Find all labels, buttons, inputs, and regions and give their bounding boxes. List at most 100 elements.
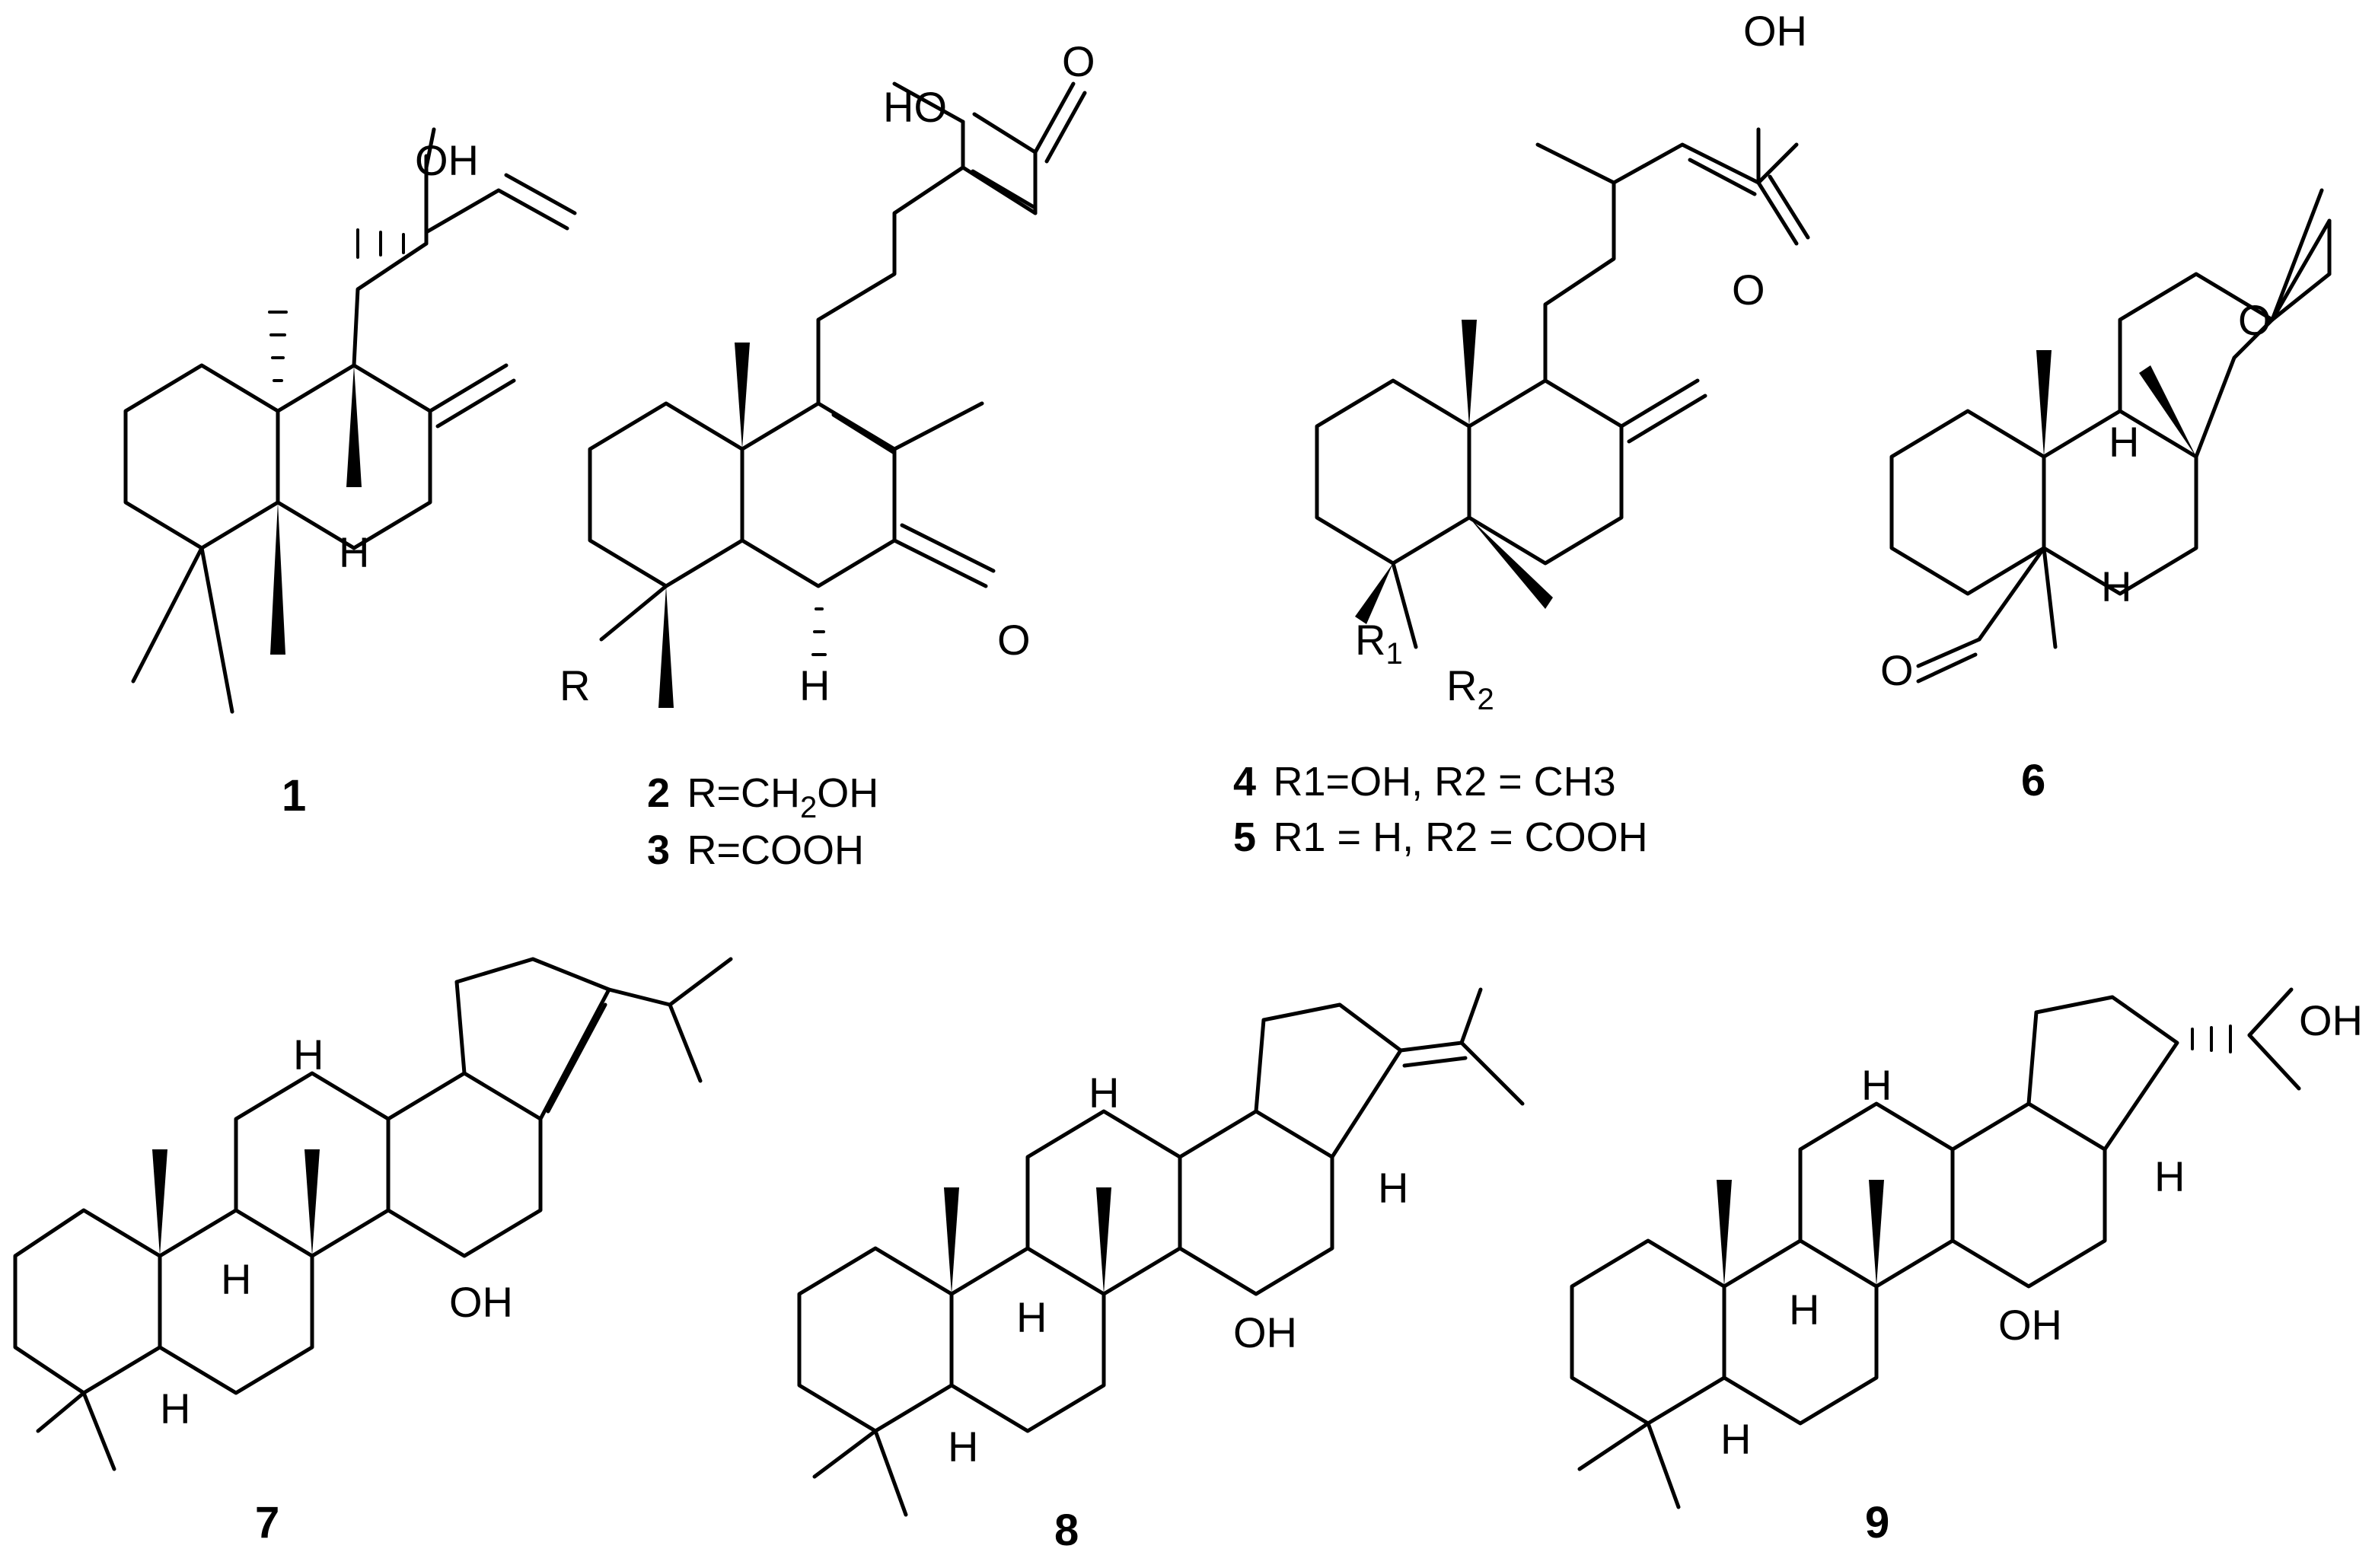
c2-wedge [735,343,750,449]
c8-h2-label: H [1378,1164,1408,1212]
c1-bond [131,546,204,684]
c4-side-chain [1543,142,1761,383]
c8-oh-label: OH [1233,1308,1297,1356]
c7-ring-a [13,1208,162,1395]
c7-gem-dimethyl [36,1391,116,1471]
c4-r1-label: R1 [1355,616,1403,671]
c9-hashes [2191,1025,2232,1053]
compound-3-number: 3 [647,827,670,873]
compound-8-structure [797,987,1525,1517]
c2-ketone-o-label: O [997,616,1031,664]
compound-9-number: 9 [1865,1498,1889,1547]
c1-wedge [346,365,362,487]
c9-side-oh-label: OH [2299,996,2363,1044]
c7-bond [546,1002,607,1114]
c1-bond [428,363,509,413]
c6-bond [2270,188,2324,322]
c2-r-label: R [560,661,590,709]
c6-bond [1977,546,2046,642]
c9-bond [2247,1033,2301,1091]
c6-h1-label: H [2109,418,2139,466]
c9-h4-label: H [1720,1415,1751,1463]
c1-ring-b [276,363,432,550]
c2-hashes [811,607,827,656]
c6-ring-o-label: O [2238,296,2272,344]
c6-aldehyde [1916,637,1981,668]
c4-bond [1535,142,1616,185]
c6-wedge [2139,365,2196,457]
c7-ring-d [386,1071,543,1258]
c1-hashes [268,228,405,382]
c7-ring-b [158,1208,314,1395]
c6-ring-b [2042,409,2198,596]
c8-h4-label: H [948,1423,978,1471]
c9-h1-label: H [1861,1061,1892,1109]
c7-isopropyl [607,957,733,1007]
c8-h3-label: H [1016,1293,1047,1341]
compound-1-number: 1 [282,771,306,821]
c1-wedge [270,502,285,655]
c9-ring-a [1570,1238,1726,1426]
c2-ketone [892,538,988,588]
compound-8-number: 8 [1054,1506,1079,1555]
c6-bond [2270,218,2332,322]
c2-acid [972,112,1038,215]
compound-4-5-structure [1315,127,1810,649]
c6-wedge [2036,350,2052,457]
c9-bond [2247,987,2294,1037]
c8-ring-c [1025,1109,1182,1296]
c2-o-label: O [1062,37,1095,85]
c1-bond [199,546,234,714]
c8-bond [1398,1041,1464,1053]
c7-wedge [304,1149,320,1256]
c1-h-label: H [339,528,369,576]
compound-5-number: 5 [1233,814,1256,860]
c7-ring-c [234,1071,391,1258]
compound-3-caption: 3 R=COOH [647,827,864,873]
c7-h2-label: H [221,1255,251,1303]
c6-h2-label: H [2101,563,2131,610]
c1-oh-label: OH [415,136,479,184]
c9-wedge [1869,1180,1884,1286]
c9-wedge [1717,1180,1732,1286]
c8-h1-label: H [1089,1069,1119,1117]
compound-2-3-structure [588,81,1087,642]
c1-bond [504,173,577,215]
c2-bond [1033,81,1076,155]
c1-vinyl [424,188,569,234]
c2-ho-label: HO [883,83,947,131]
c6-bond [2270,272,2332,322]
c1-ring-a [123,363,280,550]
c1-bond [435,378,516,429]
compound-6-number: 6 [2021,756,2045,805]
c2-ring-a [588,401,744,588]
compound-4-caption: 4 R1=OH, R2 = CH3 [1233,759,1616,805]
c4-bond [1391,561,1418,649]
c6-bond [2042,546,2058,649]
c7-oh-label: OH [449,1278,513,1326]
compound-2-caption: 2 R=CH2OH [647,770,878,824]
compound-7-structure [13,957,733,1471]
c8-ring-e [1254,1002,1403,1159]
c9-h2-label: H [2154,1152,2185,1200]
c4-bond [1627,394,1707,444]
c2-ring-b [740,401,897,588]
c9-h3-label: H [1789,1286,1819,1334]
c4-ring-b [1467,378,1624,566]
compound-5-caption: 5 R1 = H, R2 = COOH [1233,814,1648,860]
c2-side-chain [816,165,1038,406]
c7-bond [668,1002,703,1083]
compound-6-structure [1889,188,2332,684]
c4-wedge [1462,320,1477,426]
c6-aldehyde-o-label: O [1880,646,1914,694]
compound-4-number: 4 [1233,759,1256,805]
c2-wedge [658,586,674,708]
c8-gem-dimethyl [812,1429,908,1517]
c2-ketone [900,523,996,573]
c7-h3-label: H [160,1385,190,1433]
c7-ring-e [454,957,611,1121]
c6-ring-c [2118,272,2275,459]
c4-wedge [1355,563,1393,624]
c8-wedge [1096,1187,1111,1294]
